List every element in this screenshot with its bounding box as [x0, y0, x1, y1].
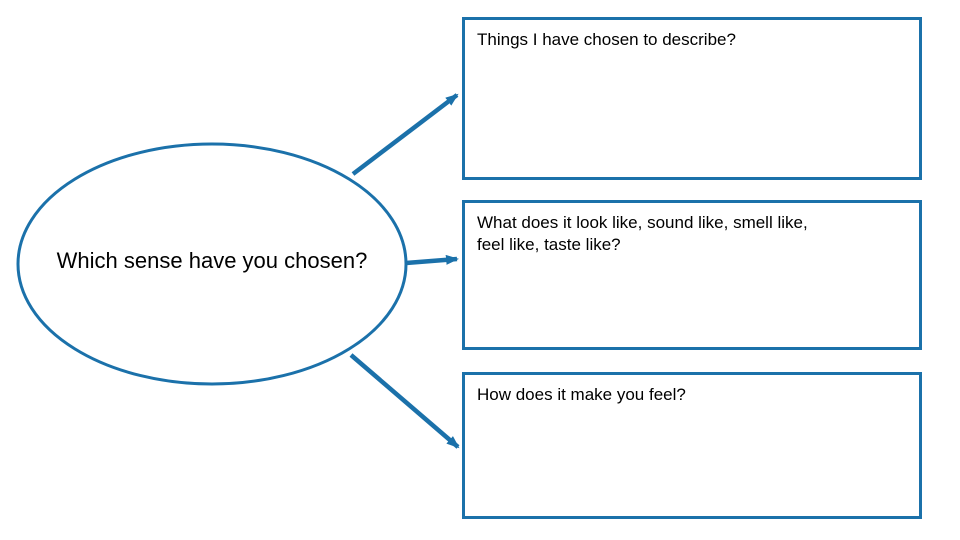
sense-ellipse-label: Which sense have you chosen? [56, 248, 368, 273]
things-box-label: Things I have chosen to describe? [477, 30, 736, 49]
arrow-to-feelings-box [349, 353, 460, 449]
sense-ellipse[interactable] [16, 142, 408, 386]
arrow-to-things-box [351, 93, 459, 176]
feelings-box[interactable]: How does it make you feel? [462, 372, 922, 519]
sense-details-box-label-line2: feel like, taste like? [477, 235, 621, 255]
sense-details-box-label-line1: What does it look like, sound like, smel… [477, 213, 808, 232]
feelings-box-label: How does it make you feel? [477, 385, 686, 404]
sense-details-box[interactable]: What does it look like, sound like, smel… [462, 200, 922, 350]
things-box[interactable]: Things I have chosen to describe? [462, 17, 922, 180]
arrow-to-sense-details-box [405, 254, 459, 266]
